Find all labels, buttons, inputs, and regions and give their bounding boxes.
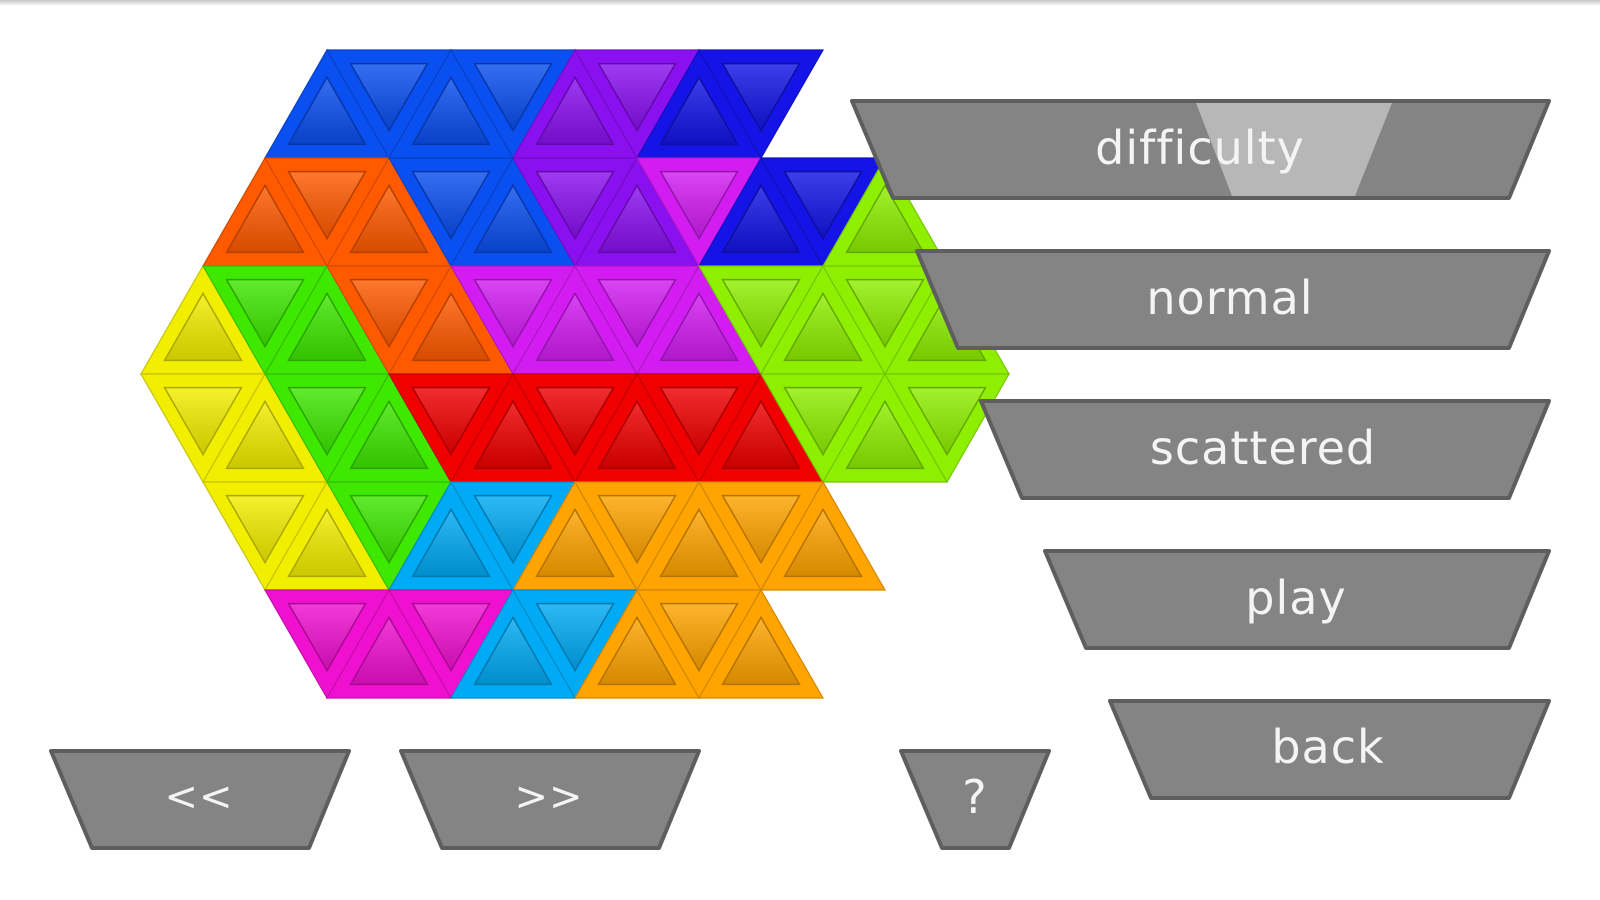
puzzle-board[interactable]: [139, 48, 1011, 700]
puzzle-cell-bevel: [535, 291, 615, 362]
puzzle-cell-bevel: [535, 75, 615, 146]
difficulty-label: difficulty: [1095, 121, 1305, 175]
puzzle-cell-bevel: [411, 602, 491, 673]
puzzle-cell-bevel: [597, 278, 677, 349]
mode-label: normal: [1146, 271, 1313, 325]
puzzle-cell-bevel: [473, 399, 553, 470]
puzzle-cell-bevel: [411, 291, 491, 362]
puzzle-cell-bevel: [535, 602, 615, 673]
puzzle-cell-bevel: [845, 278, 925, 349]
top-divider: [0, 0, 1600, 6]
puzzle-cell-bevel: [783, 170, 863, 241]
next-button[interactable]: >>: [399, 749, 701, 850]
puzzle-cell-bevel: [163, 386, 243, 457]
puzzle-cell-bevel: [783, 386, 863, 457]
puzzle-cell-bevel: [411, 386, 491, 457]
puzzle-cell-bevel: [473, 278, 553, 349]
puzzle-cell-bevel: [659, 291, 739, 362]
previous-label: <<: [164, 774, 233, 820]
puzzle-cell-bevel: [721, 62, 801, 133]
puzzle-cell-bevel: [349, 278, 429, 349]
puzzle-cell-bevel: [721, 494, 801, 565]
puzzle-cell-bevel: [349, 62, 429, 133]
puzzle-cell-bevel: [597, 399, 677, 470]
help-label: ?: [962, 770, 987, 824]
previous-button[interactable]: <<: [49, 749, 351, 850]
puzzle-cell-bevel: [287, 170, 367, 241]
puzzle-cell-bevel: [225, 183, 305, 254]
puzzle-cell-bevel: [163, 291, 243, 362]
puzzle-cell-bevel: [659, 170, 739, 241]
puzzle-cell-bevel: [597, 183, 677, 254]
puzzle-cell-bevel: [535, 170, 615, 241]
difficulty-highlight: [1196, 103, 1392, 196]
puzzle-cell-bevel: [473, 183, 553, 254]
puzzle-cell-bevel: [721, 183, 801, 254]
puzzle-cell-bevel: [659, 75, 739, 146]
puzzle-cell-bevel: [349, 615, 429, 686]
layout-button[interactable]: scattered: [979, 399, 1551, 500]
puzzle-cell-bevel: [783, 291, 863, 362]
puzzle-cell-bevel: [349, 494, 429, 565]
puzzle-cell-bevel: [349, 399, 429, 470]
puzzle-cell-bevel: [659, 507, 739, 578]
layout-button-shape: [979, 399, 1551, 500]
puzzle-cell-bevel: [349, 183, 429, 254]
play-label: play: [1245, 571, 1346, 625]
puzzle-cell-bevel: [721, 278, 801, 349]
puzzle-cell-bevel: [597, 615, 677, 686]
help-button-shape: [899, 749, 1051, 850]
mode-button-shape: [915, 249, 1551, 350]
puzzle-cell-bevel: [225, 494, 305, 565]
play-button[interactable]: play: [1043, 549, 1551, 650]
back-label: back: [1271, 720, 1384, 774]
puzzle-cell-bevel: [411, 75, 491, 146]
back-button-shape: [1108, 699, 1551, 800]
puzzle-cell-bevel: [845, 399, 925, 470]
help-button[interactable]: ?: [899, 749, 1051, 850]
puzzle-cell-bevel: [287, 75, 367, 146]
difficulty-header[interactable]: difficulty: [850, 99, 1551, 200]
puzzle-cell-bevel: [411, 507, 491, 578]
puzzle-cell-bevel: [659, 602, 739, 673]
puzzle-cell-bevel: [907, 386, 987, 457]
play-button-shape: [1043, 549, 1551, 650]
puzzle-cell-bevel: [659, 386, 739, 457]
puzzle-cell-bevel: [225, 278, 305, 349]
puzzle-cell-bevel: [535, 386, 615, 457]
next-button-shape: [399, 749, 701, 850]
puzzle-cell-bevel: [721, 399, 801, 470]
puzzle-cell-bevel: [845, 183, 925, 254]
puzzle-cell-bevel: [783, 507, 863, 578]
back-button[interactable]: back: [1108, 699, 1551, 800]
puzzle-cell-bevel: [287, 602, 367, 673]
puzzle-cell-bevel: [597, 494, 677, 565]
puzzle-cell-bevel: [411, 170, 491, 241]
puzzle-cell-bevel: [535, 507, 615, 578]
puzzle-cell-bevel: [721, 615, 801, 686]
mode-button[interactable]: normal: [915, 249, 1551, 350]
puzzle-cell-bevel: [473, 494, 553, 565]
puzzle-cell-bevel: [597, 62, 677, 133]
puzzle-cell-bevel: [225, 399, 305, 470]
puzzle-cell-bevel: [287, 507, 367, 578]
puzzle-cell-bevel: [473, 615, 553, 686]
previous-button-shape: [49, 749, 351, 850]
puzzle-cell-bevel: [287, 386, 367, 457]
layout-label: scattered: [1150, 421, 1376, 475]
next-label: >>: [514, 774, 583, 820]
puzzle-cell-bevel: [473, 62, 553, 133]
puzzle-cell-bevel: [287, 291, 367, 362]
